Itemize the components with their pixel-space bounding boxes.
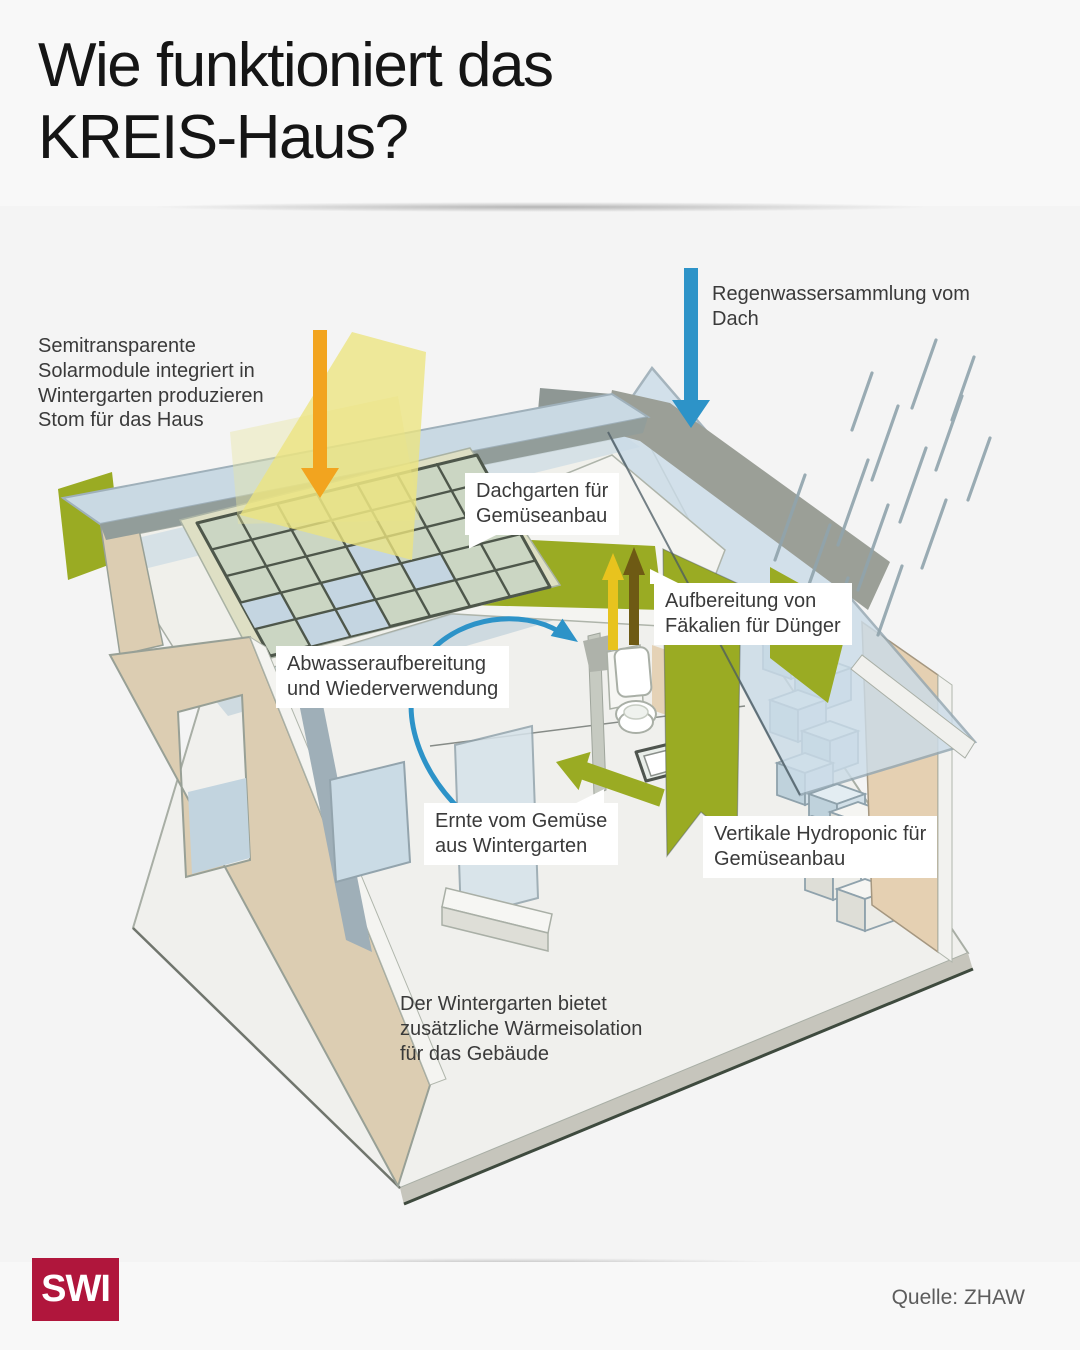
label-rainwater-line1: Regenwassersammlung vom <box>712 283 970 305</box>
solar-energy-arrow <box>301 330 339 498</box>
label-rainwater: Regenwassersammlung vom Dach <box>712 282 970 332</box>
footer-band <box>0 1262 1080 1350</box>
label-hydroponics: Vertikale Hydroponic für Gemüseanbau <box>703 816 938 878</box>
label-insulation-line1: Der Wintergarten bietet <box>400 993 607 1015</box>
label-roof-garden-line2: Gemüseanbau <box>476 504 608 527</box>
label-solar-line1: Semitransparente <box>38 335 196 357</box>
header-shadow <box>0 200 1080 214</box>
header-band <box>0 0 1080 206</box>
label-rainwater-line2: Dach <box>712 307 759 330</box>
label-solar-line3: Wintergarten produzieren <box>38 384 264 407</box>
swi-logo-text: SWI <box>41 1268 111 1310</box>
label-harvest-line1: Ernte vom Gemüse <box>435 810 608 832</box>
label-hydroponics-line2: Gemüseanbau <box>714 847 846 870</box>
label-insulation-line2: zusätzliche Wärmeisolation <box>400 1017 643 1040</box>
interior-details <box>296 688 553 952</box>
label-wastewater-line2: und Wiederverwendung <box>287 677 499 700</box>
inner-window <box>328 760 412 884</box>
label-roof-garden: Dachgarten für Gemüseanbau <box>465 473 620 549</box>
label-fertilizer: Aufbereitung von Fäkalien für Dünger <box>650 569 852 645</box>
source-credit: Quelle: ZHAW <box>891 1286 1025 1309</box>
floor-slab <box>132 927 974 1206</box>
label-solar-line2: Solarmodule integriert in <box>38 359 255 382</box>
vent-funnel <box>583 634 614 672</box>
label-fertilizer-line2: Fäkalien für Dünger <box>665 614 841 637</box>
label-wastewater-line1: Abwasseraufbereitung <box>287 653 487 675</box>
label-solar-line4: Stom für das Haus <box>38 409 204 432</box>
harvest-arrow <box>556 751 665 807</box>
rain-lines <box>773 338 992 654</box>
label-hydroponics-line1: Vertikale Hydroponic für <box>714 823 927 845</box>
label-fertilizer-line1: Aufbereitung von <box>665 590 817 612</box>
swi-logo: SWI <box>32 1258 119 1321</box>
fertilizer-arrows <box>602 547 645 650</box>
page-title-line2: KREIS-Haus? <box>38 102 409 172</box>
rainwater-arrow <box>672 268 710 428</box>
label-insulation-line3: für das Gebäude <box>400 1042 549 1065</box>
left-wall-window-glass <box>188 778 250 874</box>
label-insulation: Der Wintergarten bietet zusätzliche Wärm… <box>400 992 642 1066</box>
page-title: Wie funktioniert das KREIS-Haus? <box>38 30 554 174</box>
label-harvest: Ernte vom Gemüse aus Wintergarten <box>424 789 619 865</box>
label-wastewater: Abwasseraufbereitung und Wiederverwendun… <box>276 646 510 708</box>
label-harvest-line2: aus Wintergarten <box>435 834 588 857</box>
label-roof-garden-line1: Dachgarten für <box>476 480 609 502</box>
label-solar: Semitransparente Solarmodule integriert … <box>38 334 264 433</box>
toilet <box>613 646 657 734</box>
page-title-line1: Wie funktioniert das <box>38 31 554 100</box>
